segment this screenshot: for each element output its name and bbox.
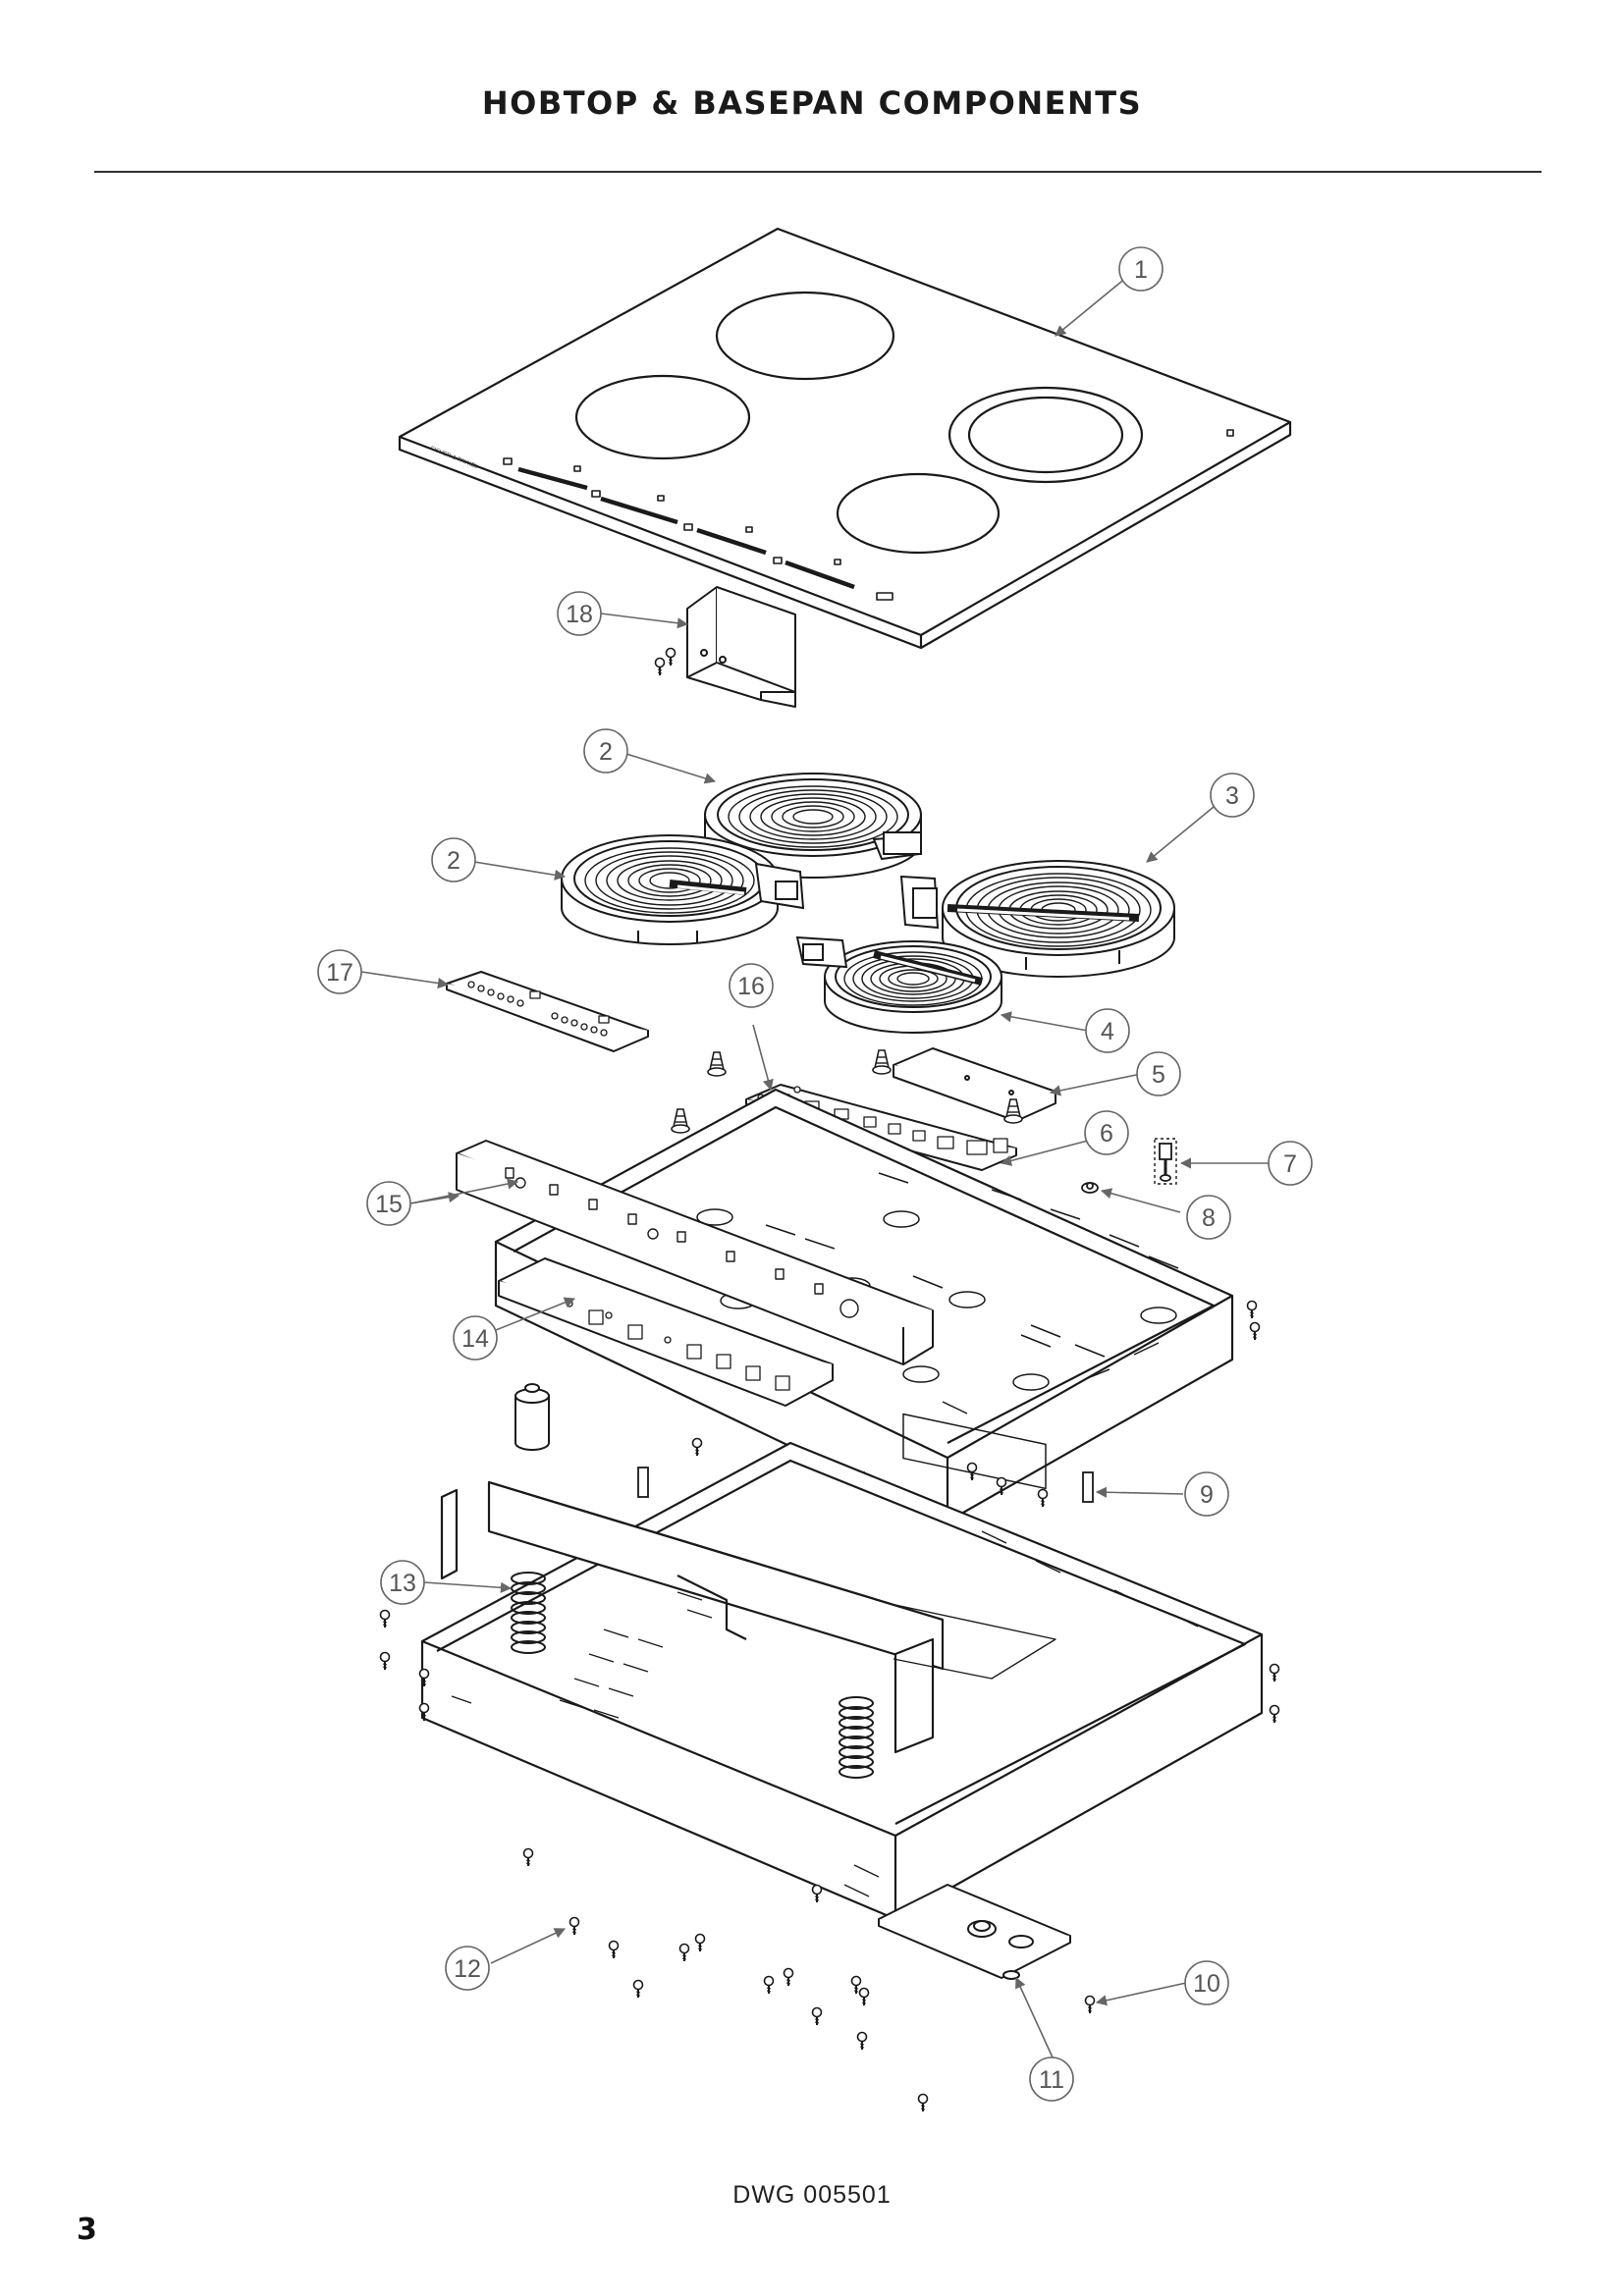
hobtop-glass: FISHER & PAYKEL bbox=[398, 227, 1292, 650]
callout-label-2a: 2 bbox=[599, 738, 613, 766]
title-rule bbox=[94, 171, 1542, 173]
callout-3 bbox=[1210, 773, 1255, 818]
callout-leaders bbox=[360, 276, 1269, 2058]
touch-control-strip bbox=[517, 466, 855, 590]
callout-7 bbox=[1268, 1141, 1313, 1186]
callout-label-6: 6 bbox=[1100, 1120, 1113, 1148]
callout-label-8: 8 bbox=[1202, 1204, 1216, 1232]
page-number: 3 bbox=[77, 2213, 97, 2247]
heating-element-dual-right bbox=[899, 860, 1175, 978]
callout-label-17: 17 bbox=[326, 959, 353, 987]
burner-ring-right-inner bbox=[967, 396, 1124, 474]
callout-16 bbox=[729, 963, 774, 1008]
page-title: HOBTOP & BASEPAN COMPONENTS bbox=[481, 84, 1143, 122]
callout-14 bbox=[453, 1315, 498, 1361]
heating-element-left bbox=[561, 834, 805, 945]
callout-6 bbox=[1084, 1110, 1129, 1155]
fan-cover-plate bbox=[878, 1884, 1071, 1980]
callout-2a bbox=[583, 728, 628, 774]
burner-ring-front bbox=[836, 472, 1001, 555]
callout-bubbles bbox=[317, 246, 1313, 2102]
callout-2b bbox=[431, 837, 476, 882]
callout-label-13: 13 bbox=[389, 1570, 416, 1597]
nut bbox=[1081, 1182, 1099, 1194]
burner-ring-rear bbox=[715, 291, 895, 381]
callout-label-15: 15 bbox=[375, 1191, 403, 1218]
callout-17 bbox=[317, 949, 362, 994]
callout-10 bbox=[1184, 1960, 1229, 2005]
callout-1 bbox=[1118, 246, 1164, 292]
callout-8 bbox=[1186, 1195, 1231, 1240]
callout-labels: 1 2 2 3 4 5 6 7 8 9 10 11 12 13 14 15 16… bbox=[326, 256, 1297, 2094]
callout-12 bbox=[445, 1946, 490, 1991]
drawing-number: DWG 005501 bbox=[732, 2181, 892, 2209]
burner-ring-right-outer bbox=[947, 386, 1144, 484]
touch-control-board bbox=[446, 971, 649, 1052]
burner-ring-left bbox=[574, 374, 751, 460]
callout-label-12: 12 bbox=[454, 1955, 481, 1983]
callout-label-10: 10 bbox=[1193, 1970, 1220, 1998]
callout-11 bbox=[1029, 2056, 1074, 2102]
callout-4 bbox=[1085, 1008, 1130, 1053]
callout-5 bbox=[1136, 1051, 1181, 1096]
lower-basepan bbox=[420, 1441, 1264, 1921]
callout-label-18: 18 bbox=[566, 601, 593, 628]
power-board bbox=[498, 1257, 834, 1407]
callout-15 bbox=[366, 1181, 411, 1226]
callout-label-5: 5 bbox=[1152, 1061, 1165, 1089]
heating-element-front bbox=[795, 935, 1002, 1034]
cover-plate bbox=[893, 1047, 1056, 1122]
callout-9 bbox=[1184, 1471, 1229, 1517]
support-bracket bbox=[654, 586, 796, 708]
callout-label-16: 16 bbox=[737, 973, 765, 1000]
callout-label-3: 3 bbox=[1225, 782, 1239, 810]
board-bracket bbox=[456, 1140, 934, 1365]
spring-left bbox=[511, 1572, 546, 1654]
callout-18 bbox=[557, 591, 602, 636]
capacitor-left bbox=[514, 1383, 550, 1451]
spring-right bbox=[839, 1696, 874, 1779]
temperature-sensor bbox=[1154, 1138, 1177, 1185]
callout-label-7: 7 bbox=[1283, 1150, 1297, 1178]
callout-label-11: 11 bbox=[1039, 2066, 1064, 2094]
callout-label-9: 9 bbox=[1200, 1481, 1214, 1509]
callout-label-4: 4 bbox=[1101, 1018, 1114, 1045]
callout-label-2b: 2 bbox=[447, 847, 460, 875]
callout-label-1: 1 bbox=[1134, 256, 1148, 284]
callout-13 bbox=[380, 1560, 425, 1605]
callout-label-14: 14 bbox=[461, 1325, 489, 1353]
